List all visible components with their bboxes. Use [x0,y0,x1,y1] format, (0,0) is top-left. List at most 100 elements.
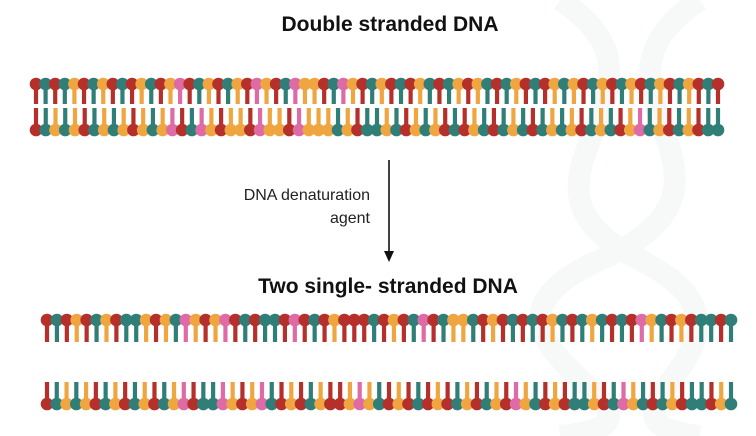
single-bottom-nucleotide-orange [343,397,357,411]
single-strand-top [40,313,738,342]
single-top-nucleotide-red [536,313,549,327]
double-top-nucleotide-teal [673,77,686,91]
single-bottom-nucleotide-teal [578,397,591,411]
single-top-nucleotide-red [248,313,262,327]
single-bottom-nucleotide-orange [167,397,181,411]
single-strand-bottom [40,382,738,411]
double-bottom-nucleotide-red [458,123,471,137]
double-top-nucleotide-orange [231,77,245,91]
double-top-nucleotide-teal [442,77,456,91]
single-top-nucleotide-orange [645,313,658,327]
single-bottom-nucleotide-orange [392,397,406,411]
single-bottom-nucleotide-orange [138,397,152,411]
double-bottom-nucleotide-teal [419,123,433,137]
double-top-nucleotide-orange [298,77,312,91]
double-bottom-nucleotide-teal [39,123,53,137]
single-top-nucleotide-teal [129,313,143,327]
single-bottom-nucleotide-teal [70,397,83,411]
double-bottom-nucleotide-red [487,123,501,137]
single-bottom-nucleotide-red [148,397,161,411]
double-top-nucleotide-orange [548,77,562,91]
double-bottom-nucleotide-orange [546,123,559,137]
double-top-nucleotide-red [106,77,120,91]
double-bottom-nucleotide-teal [107,123,121,137]
double-top-nucleotide-red [692,77,706,91]
agent-label-line2: agent [329,210,370,227]
single-top-nucleotide-red [318,313,331,327]
double-bottom-nucleotide-teal [360,123,374,137]
double-top-nucleotide-red [433,77,446,91]
double-bottom-nucleotide-orange [97,123,111,137]
single-bottom-nucleotide-teal [265,397,279,411]
double-bottom-nucleotide-orange [234,123,247,137]
single-top-nucleotide-orange [100,313,113,327]
double-top-nucleotide-teal [423,77,437,91]
double-top-nucleotide-red [269,77,283,91]
double-bottom-nucleotide-red [244,123,257,137]
double-bottom-nucleotide-red [283,123,296,137]
single-bottom-nucleotide-pink [216,397,230,411]
single-strand-title: Two single- stranded DNA [258,275,518,298]
double-top-nucleotide-red [577,77,590,91]
double-top-nucleotide-teal [327,77,341,91]
double-top-nucleotide-pink [250,77,264,91]
single-bottom-nucleotide-red [499,397,513,411]
single-top-nucleotide-teal [576,313,589,327]
double-top-nucleotide-red [461,77,475,91]
single-bottom-nucleotide-red [275,397,288,411]
double-top-nucleotide-red [154,77,168,91]
double-top-nucleotide-red [125,77,139,91]
double-bottom-nucleotide-red [399,123,413,137]
single-top-nucleotide-teal [268,313,282,327]
double-bottom-nucleotide-teal [370,123,384,137]
single-bottom-nucleotide-red [118,397,132,411]
single-top-nucleotide-red [665,313,678,327]
single-bottom-nucleotide-teal [197,397,210,411]
single-bottom-nucleotide-orange [226,397,239,411]
single-bottom-nucleotide-teal [412,397,425,411]
single-bottom-nucleotide-teal [304,397,318,411]
single-bottom-nucleotide-orange [460,397,474,411]
single-top-nucleotide-red [496,313,510,327]
double-top-nucleotide-red [29,77,43,91]
single-top-nucleotide-orange [675,313,688,327]
double-top-nucleotide-red [317,77,331,91]
single-bottom-nucleotide-orange [666,397,679,411]
single-top-nucleotide-teal [595,313,609,327]
double-top-nucleotide-red [356,77,369,91]
single-top-nucleotide-pink [288,313,302,327]
single-top-nucleotide-red [625,313,639,327]
single-bottom-nucleotide-red [441,397,454,411]
single-top-nucleotide-red [566,313,579,327]
denaturation-agent-label: DNA denaturation agent [150,184,370,230]
single-top-nucleotide-teal [556,313,569,327]
single-top-nucleotide-teal [308,313,321,327]
single-bottom-nucleotide-red [89,397,103,411]
single-top-nucleotide-orange [139,313,153,327]
single-top-nucleotide-orange [585,313,599,327]
single-top-nucleotide-red [476,313,490,327]
double-bottom-nucleotide-orange [136,123,150,137]
single-bottom-nucleotide-pink [353,397,366,411]
single-bottom-nucleotide-red [402,397,415,411]
single-top-nucleotide-teal [506,313,520,327]
double-bottom-nucleotide-red [29,123,43,137]
double-bottom-nucleotide-pink [166,123,179,137]
single-top-nucleotide-red [357,313,371,327]
single-bottom-nucleotide-red [324,397,337,411]
double-bottom-nucleotide-teal [58,123,72,137]
double-top-nucleotide-orange [682,77,696,91]
double-bottom-nucleotide-red [575,123,588,137]
single-top-nucleotide-orange [387,313,401,327]
double-top-nucleotide-orange [346,77,360,91]
single-bottom-nucleotide-orange [284,397,298,411]
double-top-nucleotide-red [212,77,225,91]
single-top-nucleotide-teal [90,313,103,327]
agent-label-line1: DNA denaturation [243,187,370,204]
single-top-nucleotide-red [298,313,312,327]
single-bottom-nucleotide-red [597,397,611,411]
single-bottom-nucleotide-teal [607,397,621,411]
single-bottom-nucleotide-red [675,397,689,411]
single-bottom-nucleotide-orange [314,397,327,411]
double-bottom-nucleotide-red [78,123,92,137]
